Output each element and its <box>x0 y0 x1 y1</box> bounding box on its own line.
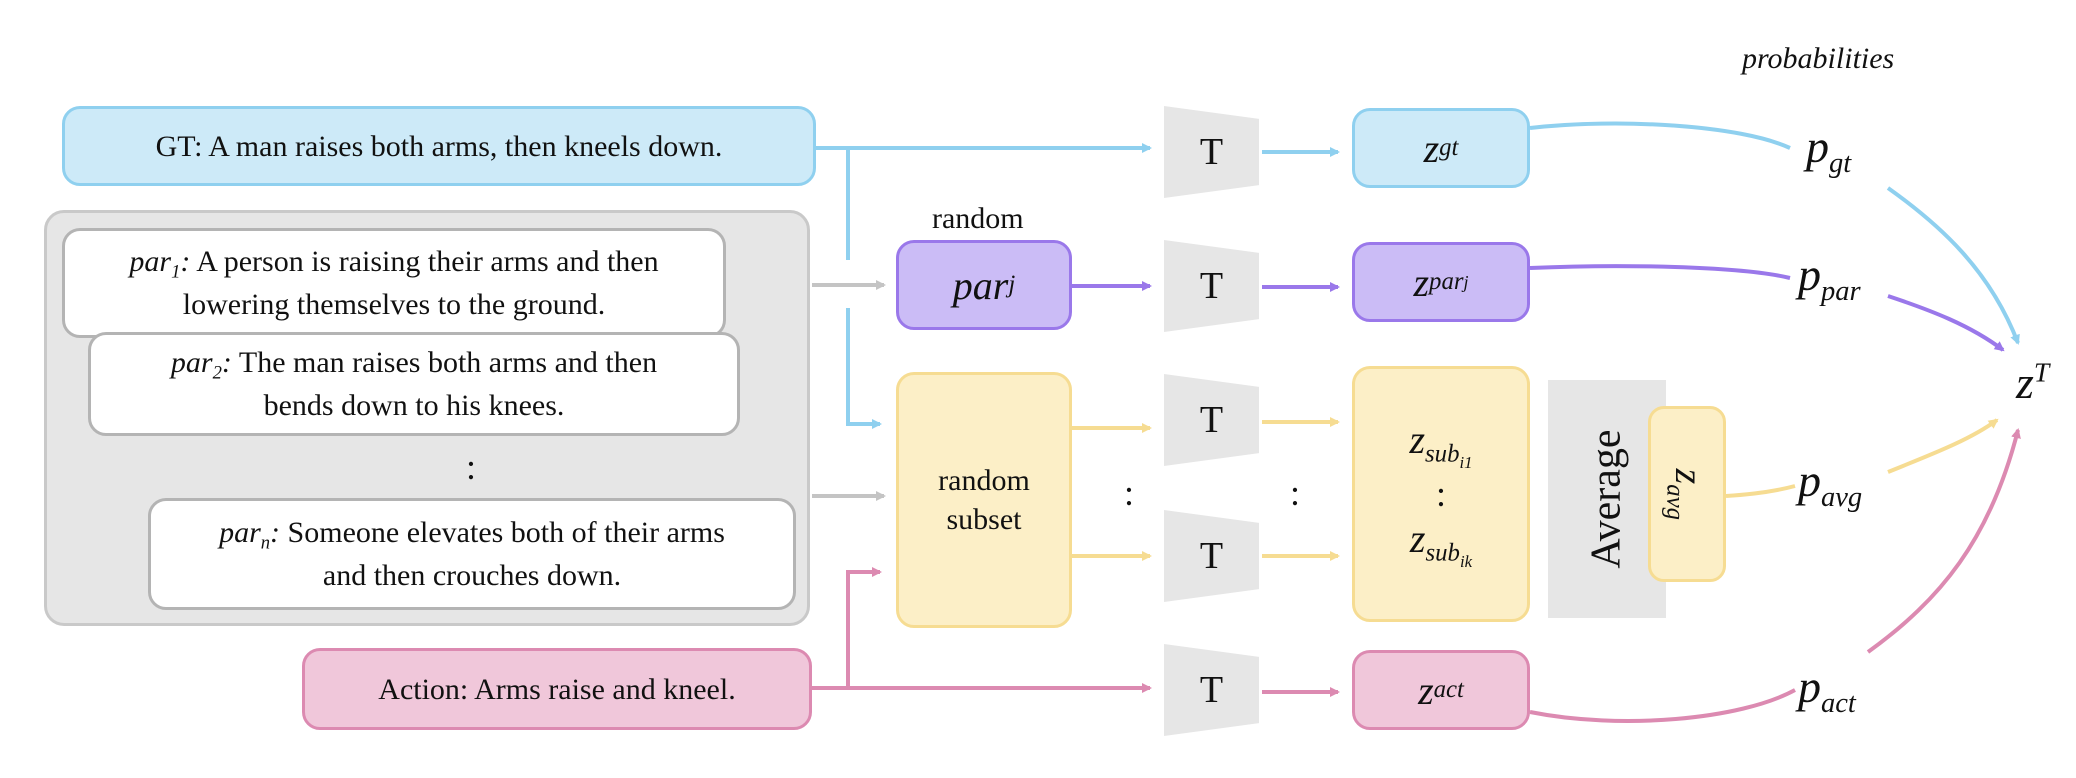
arrow-ellipsis: : <box>1290 473 1301 513</box>
pgt-to-zt-arrow <box>1886 186 2020 345</box>
paraphrase-box-n: parn: Someone elevates both of their arm… <box>148 498 796 610</box>
embedding-sub: sub <box>1425 539 1460 567</box>
paraphrase-line2: and then crouches down. <box>322 558 622 592</box>
prob-symbol: p <box>1798 455 1821 506</box>
embedding-sub: par <box>1429 268 1464 295</box>
paraphrase-line2: lowering themselves to the ground. <box>182 287 606 321</box>
gt-caption-box: GT: A man raises both arms, then kneels … <box>62 106 816 186</box>
paraphrase-sep: : <box>180 245 191 279</box>
pact-to-zt-arrow <box>1866 428 2021 654</box>
prob-sub: gt <box>1829 147 1852 179</box>
text-encoder-par: T <box>1164 240 1259 332</box>
paraphrase-box-1: par1: A person is raising their arms and… <box>62 228 726 338</box>
action-branch-line <box>846 567 882 688</box>
paraphrase-box-2: par2: The man raises both arms and then … <box>88 332 740 436</box>
action-label-text: Action: Arms raise and kneel. <box>378 672 736 706</box>
paraphrase-index: 2 <box>212 362 222 384</box>
paraphrase-prefix: par <box>170 346 213 380</box>
embedding-subsub: j <box>1463 271 1469 292</box>
paraphrase-ellipsis: : <box>466 447 477 487</box>
text-encoder-act: T <box>1164 644 1259 736</box>
embedding-sub: sub <box>1425 440 1460 468</box>
paraphrase-prefix: par <box>219 516 261 550</box>
embedding-subsub: ik <box>1459 552 1473 572</box>
embedding-sub: avg <box>1661 483 1689 520</box>
prob-avg: pavg <box>1798 454 1862 514</box>
prob-gt: pgt <box>1806 120 1851 180</box>
pavg-to-zt-arrow <box>1887 418 1999 474</box>
gt-caption-text: GT: A man raises both arms, then kneels … <box>155 129 723 163</box>
embedding-subset-stack: zsubi1 : zsubik <box>1352 366 1530 622</box>
prob-par: ppar <box>1798 248 1861 308</box>
output-embedding: zT <box>2016 356 2049 409</box>
random-label: random <box>932 202 1024 235</box>
average-label: Average <box>1584 429 1630 569</box>
paraphrase-line2: bends down to his knees. <box>263 388 565 422</box>
paraphrase-prefix: par <box>129 245 172 279</box>
prob-symbol: p <box>1806 121 1829 172</box>
ppar-to-zt-arrow <box>1887 294 2005 352</box>
average-block: Average <box>1548 380 1666 618</box>
embedding-sub: act <box>1433 676 1464 703</box>
zgt-to-pgt-curve <box>1529 121 1791 150</box>
paraphrase-line1: The man raises both arms and then <box>231 346 658 380</box>
embedding-symbol: z <box>1413 259 1430 305</box>
prob-sub: par <box>1821 275 1861 307</box>
prob-sub: avg <box>1821 481 1863 513</box>
action-label-box: Action: Arms raise and kneel. <box>302 648 812 730</box>
zavg-to-pavg-line <box>1725 484 1796 498</box>
prob-act: pact <box>1798 660 1856 720</box>
prob-sub: act <box>1821 687 1856 719</box>
text-encoder-subk: T <box>1164 510 1259 602</box>
embedding-symbol: z <box>1409 416 1426 462</box>
embedding-subsub: i1 <box>1459 453 1473 472</box>
paraphrase-line1: A person is raising their arms and then <box>190 245 659 279</box>
prob-symbol: p <box>1798 661 1821 712</box>
zact-to-pact-curve <box>1529 688 1796 723</box>
paraphrase-line1: Someone elevates both of their arms <box>280 516 725 550</box>
zpar-to-ppar-curve <box>1529 264 1791 280</box>
random-paraphrase-symbol: par <box>952 262 1009 308</box>
random-subset-line1: random <box>938 464 1030 497</box>
probabilities-label: probabilities <box>1742 42 1895 75</box>
text-encoder-sub1: T <box>1164 374 1259 466</box>
embedding-symbol: z <box>1418 667 1434 713</box>
paraphrase-index: 1 <box>171 261 181 283</box>
embedding-ellipsis: : <box>1435 474 1446 514</box>
text-encoder-gt: T <box>1164 106 1259 198</box>
random-subset-box: random subset <box>896 372 1072 628</box>
embedding-sub: gt <box>1439 134 1459 161</box>
encoder-ellipsis: : <box>1124 473 1135 513</box>
paraphrase-sep: : <box>221 346 232 380</box>
random-paraphrase-sub: j <box>1008 271 1016 298</box>
embedding-symbol: z <box>1667 468 1713 484</box>
paraphrase-sep: : <box>270 516 281 550</box>
paraphrase-index: n <box>260 532 271 554</box>
embedding-symbol: z <box>1423 125 1440 171</box>
gt-to-subset-arrow <box>846 308 882 429</box>
output-symbol: z <box>2016 357 2034 408</box>
prob-symbol: p <box>1798 249 1821 300</box>
embedding-symbol: z <box>1409 516 1426 561</box>
embedding-avg: zavg <box>1648 406 1726 582</box>
output-sup: T <box>2033 356 2050 388</box>
random-subset-line2: subset <box>946 503 1022 536</box>
